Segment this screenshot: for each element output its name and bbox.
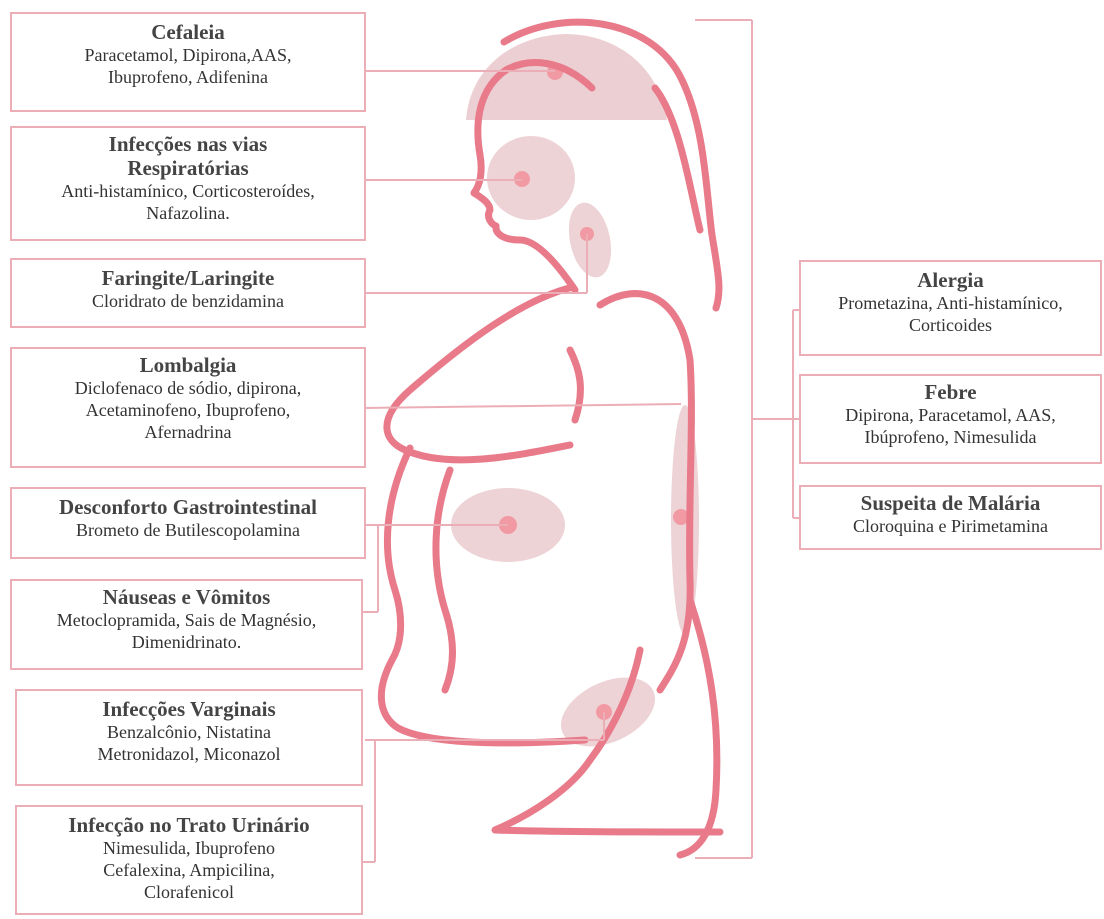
region-back [671, 405, 699, 635]
box-lombalgia: Lombalgia Diclofenaco de sódio, dipirona… [10, 347, 366, 468]
box-vaginais: Infecções Varginais Benzalcônio, Nistati… [15, 689, 363, 786]
malaria-title: Suspeita de Malária [801, 491, 1100, 515]
lombalgia-text-3: Afernadrina [12, 421, 364, 443]
cefaleia-title: Cefaleia [12, 20, 364, 44]
urinario-text-2: Cefalexina, Ampicilina, [17, 859, 361, 881]
respiratorias-text-1: Anti-histamínico, Corticosteroídes, [12, 180, 364, 202]
lombalgia-title: Lombalgia [12, 353, 364, 377]
nauseas-text-1: Metoclopramida, Sais de Magnésio, [12, 609, 361, 631]
region-pelvis [550, 664, 666, 761]
febre-text-2: Ibúprofeno, Nimesulida [801, 426, 1100, 448]
respiratorias-title-1: Infecções nas vias [12, 132, 364, 156]
alergia-text-2: Corticoides [801, 314, 1100, 336]
cefaleia-text-2: Ibuprofeno, Adifenina [12, 66, 364, 88]
box-cefaleia: Cefaleia Paracetamol, Dipirona,AAS, Ibup… [10, 12, 366, 112]
region-face [487, 136, 575, 220]
alergia-text-1: Prometazina, Anti-histamínico, [801, 292, 1100, 314]
region-throat [563, 199, 618, 282]
urinario-text-3: Clorafenicol [17, 881, 361, 903]
alergia-title: Alergia [801, 268, 1100, 292]
gastro-text-1: Brometo de Butilescopolamina [12, 519, 364, 541]
vaginais-text-1: Benzalcônio, Nistatina [17, 721, 361, 743]
box-malaria: Suspeita de Malária Cloroquina e Pirimet… [799, 485, 1102, 550]
urinario-text-1: Nimesulida, Ibuprofeno [17, 837, 361, 859]
box-respiratorias: Infecções nas vias Respiratórias Anti-hi… [10, 126, 366, 241]
box-urinario: Infecção no Trato Urinário Nimesulida, I… [15, 805, 363, 915]
nauseas-text-2: Dimenidrinato. [12, 631, 361, 653]
febre-text-1: Dipirona, Paracetamol, AAS, [801, 404, 1100, 426]
cefaleia-text-1: Paracetamol, Dipirona,AAS, [12, 44, 364, 66]
box-faringite: Faringite/Laringite Cloridrato de benzid… [10, 258, 366, 328]
respiratorias-text-2: Nafazolina. [12, 202, 364, 224]
faringite-title: Faringite/Laringite [12, 266, 364, 290]
urinario-title: Infecção no Trato Urinário [17, 813, 361, 837]
box-alergia: Alergia Prometazina, Anti-histamínico, C… [799, 260, 1102, 356]
box-nauseas: Náuseas e Vômitos Metoclopramida, Sais d… [10, 579, 363, 670]
malaria-text-1: Cloroquina e Pirimetamina [801, 515, 1100, 537]
box-febre: Febre Dipirona, Paracetamol, AAS, Ibúpro… [799, 374, 1102, 464]
faringite-text-1: Cloridrato de benzidamina [12, 290, 364, 312]
lombalgia-text-1: Diclofenaco de sódio, dipirona, [12, 377, 364, 399]
gastro-title: Desconforto Gastrointestinal [12, 495, 364, 519]
respiratorias-title-2: Respiratórias [12, 156, 364, 180]
lombalgia-text-2: Acetaminofeno, Ibuprofeno, [12, 399, 364, 421]
vaginais-title: Infecções Varginais [17, 697, 361, 721]
febre-title: Febre [801, 380, 1100, 404]
nauseas-title: Náuseas e Vômitos [12, 585, 361, 609]
box-gastro: Desconforto Gastrointestinal Brometo de … [10, 487, 366, 559]
vaginais-text-2: Metronidazol, Miconazol [17, 743, 361, 765]
